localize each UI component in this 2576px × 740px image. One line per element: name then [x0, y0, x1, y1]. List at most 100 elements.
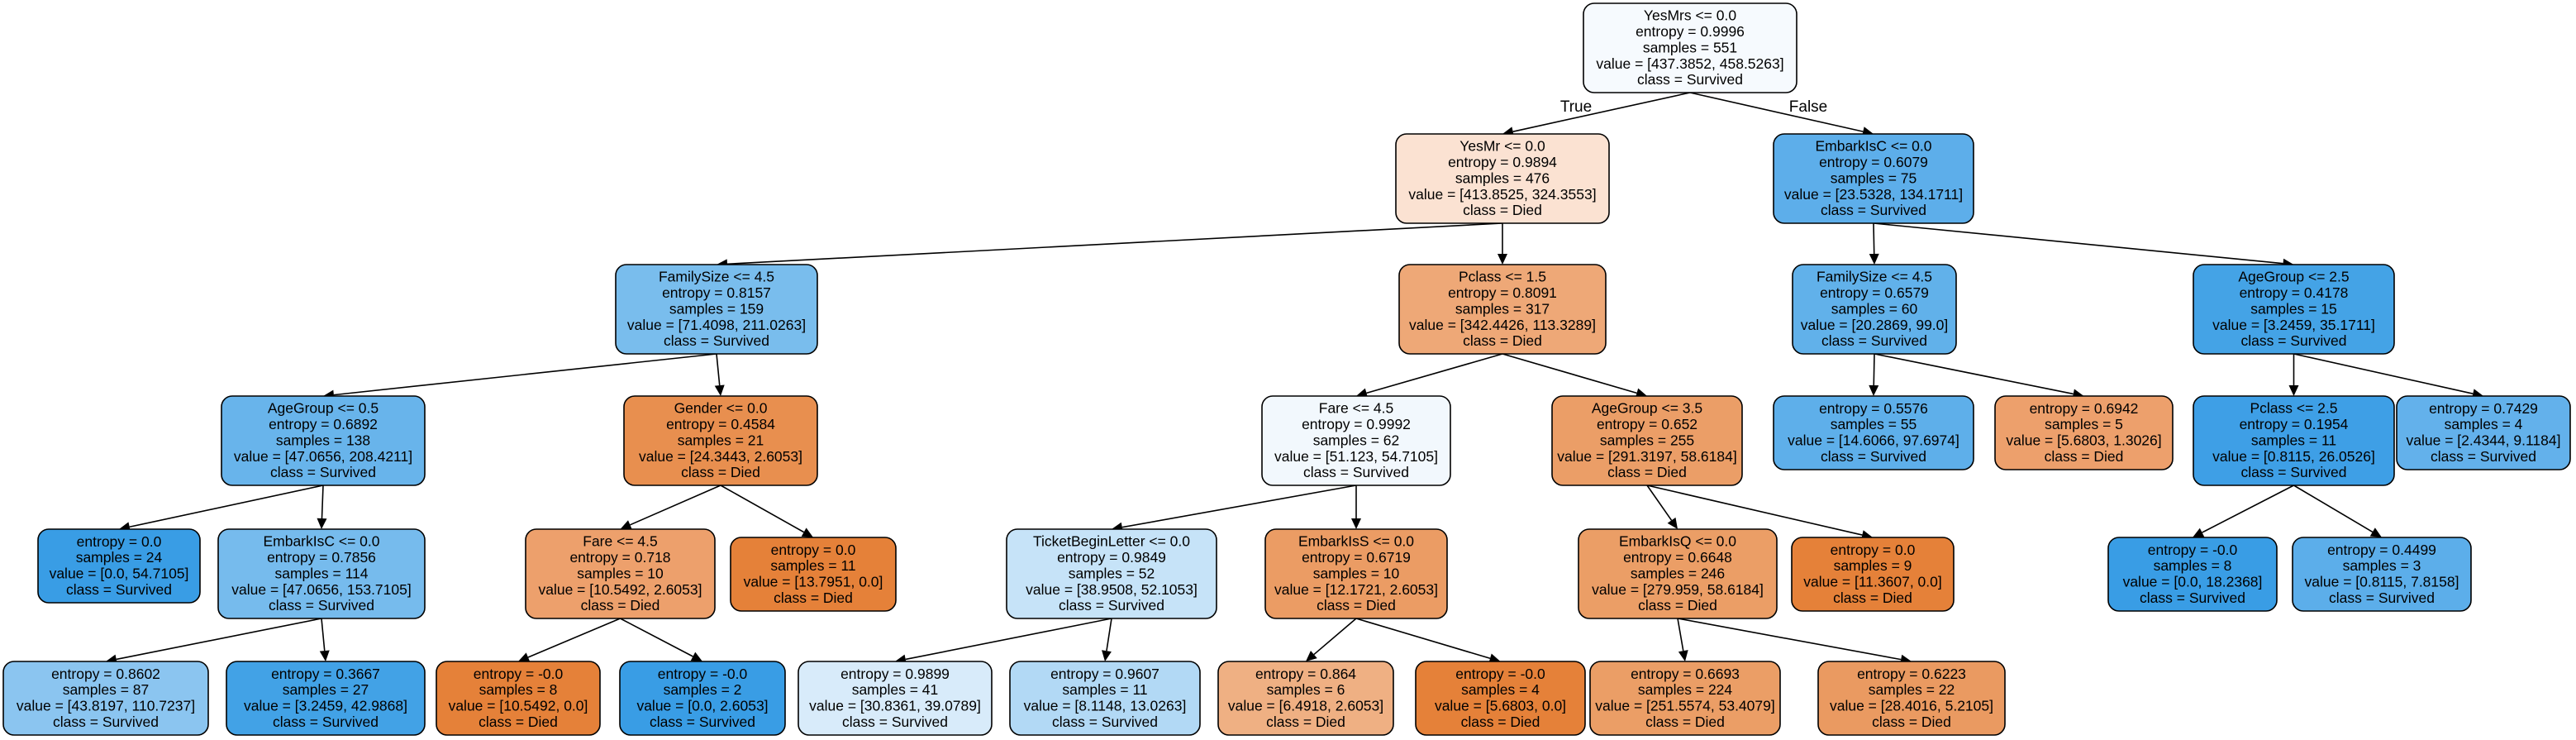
node-box: [1261, 395, 1451, 486]
node-text-line: Gender <= 0.0: [674, 400, 768, 417]
node-text-line: TicketBeginLetter <= 0.0: [1033, 533, 1190, 550]
node-text-line: class = Died: [681, 464, 760, 480]
node-box: [619, 661, 786, 736]
edge-n20-n31: [1313, 618, 1357, 656]
node-text-line: value = [47.0656, 208.4211]: [234, 448, 412, 465]
node-text-line: value = [0.0, 54.7105]: [50, 566, 189, 582]
node-text-line: class = Survived: [2329, 590, 2435, 606]
node-text-line: samples = 10: [577, 565, 664, 581]
node-text-line: class = Survived: [1821, 202, 1926, 218]
node-text-line: value = [5.6803, 1.3026]: [2006, 432, 2161, 449]
node-text-line: samples = 159: [669, 300, 764, 317]
edge-arrowhead: [1498, 254, 1507, 265]
node-text-line: samples = 55: [1831, 416, 1917, 432]
node-text-line: samples = 41: [852, 681, 939, 698]
node-text-line: class = Died: [1317, 597, 1396, 613]
node-text-line: value = [279.959, 58.6184]: [1592, 581, 1764, 598]
node-text-line: value = [3.2459, 35.1711]: [2212, 317, 2375, 333]
edge-arrowhead: [518, 652, 531, 662]
node-text-line: entropy = -0.0: [2148, 542, 2238, 558]
node-text-line: value = [47.0656, 153.7105]: [231, 581, 411, 598]
node-box: [1773, 395, 1974, 470]
node-text-line: EmbarkIsQ <= 0.0: [1619, 533, 1736, 550]
node-box: [1398, 264, 1607, 355]
node-text-line: class = Died: [1463, 332, 1542, 349]
node-box: [1583, 2, 1797, 93]
edge-n20-n32: [1355, 618, 1491, 660]
edge-arrowhead: [1869, 384, 1879, 396]
node-text-line: value = [5.6803, 0.0]: [1435, 698, 1566, 714]
node-text-line: value = [0.8115, 7.8158]: [2305, 574, 2459, 590]
node-text-line: entropy = 0.4178: [2240, 284, 2349, 301]
node-text-line: entropy = 0.6719: [1302, 549, 1411, 566]
node-text-line: FamilySize <= 4.5: [659, 269, 774, 285]
node-text-line: entropy = 0.9607: [1050, 666, 1159, 682]
node-text-line: value = [38.9508, 52.1053]: [1026, 581, 1198, 598]
node-text-line: samples = 2: [664, 681, 742, 698]
edge-n13-n23: [2202, 485, 2294, 533]
node-box: [730, 537, 897, 612]
node-text-line: class = Died: [1607, 464, 1687, 480]
edge-n19-n29: [905, 618, 1112, 661]
node-text-line: class = Survived: [270, 464, 376, 480]
node-text-line: AgeGroup <= 2.5: [2238, 269, 2349, 285]
node-text-line: samples = 52: [1069, 565, 1155, 581]
node-text-line: AgeGroup <= 0.5: [268, 400, 379, 417]
edge-arrowhead: [620, 520, 632, 530]
edge-n8-n18: [720, 485, 805, 533]
node-text-line: FamilySize <= 4.5: [1817, 269, 1932, 285]
node-text-line: value = [6.4918, 2.6053]: [1228, 698, 1383, 714]
node-text-line: value = [342.4426, 113.3289]: [1409, 317, 1596, 333]
node-text-line: Pclass <= 1.5: [1459, 269, 1546, 285]
node-text-line: class = Survived: [269, 597, 374, 613]
node-text-line: samples = 27: [283, 681, 369, 698]
node-text-line: samples = 3: [2343, 557, 2421, 574]
node-text-line: samples = 8: [479, 681, 558, 698]
edge-n1-n3: [726, 222, 1503, 265]
node-text-line: class = Survived: [2431, 448, 2536, 465]
edge-n10-n21: [1646, 485, 1673, 521]
node-text-line: class = Died: [774, 590, 853, 606]
node-text-line: value = [0.0, 18.2368]: [2123, 574, 2263, 590]
node-text-line: entropy = 0.6079: [1819, 154, 1928, 170]
node-text-line: samples = 15: [2250, 300, 2337, 317]
node-text-line: class = Survived: [1052, 714, 1158, 730]
node-text-line: class = Survived: [1637, 71, 1743, 88]
edge-n19-n30: [1106, 618, 1112, 652]
node-text-line: value = [0.0, 2.6053]: [636, 698, 768, 714]
node-text-line: entropy = 0.8157: [662, 284, 771, 301]
node-text-line: samples = 11: [770, 557, 855, 574]
node-box: [1817, 661, 2006, 736]
edge-n7-n16: [321, 485, 324, 519]
edge-n3-n7: [333, 353, 717, 396]
node-text-line: samples = 11: [2251, 432, 2336, 448]
node-text-line: entropy = -0.0: [474, 666, 564, 682]
node-text-line: value = [71.4098, 211.0263]: [627, 317, 806, 333]
node-text-line: class = Died: [1645, 714, 1725, 730]
node-text-line: value = [43.8197, 110.7237]: [17, 698, 195, 714]
node-text-line: samples = 62: [1313, 432, 1400, 448]
node-box: [1551, 395, 1743, 486]
node-text-line: samples = 6: [1267, 681, 1345, 698]
edge-arrowhead: [319, 650, 330, 661]
node-text-line: value = [13.7951, 0.0]: [744, 574, 883, 590]
node-box: [623, 395, 818, 486]
